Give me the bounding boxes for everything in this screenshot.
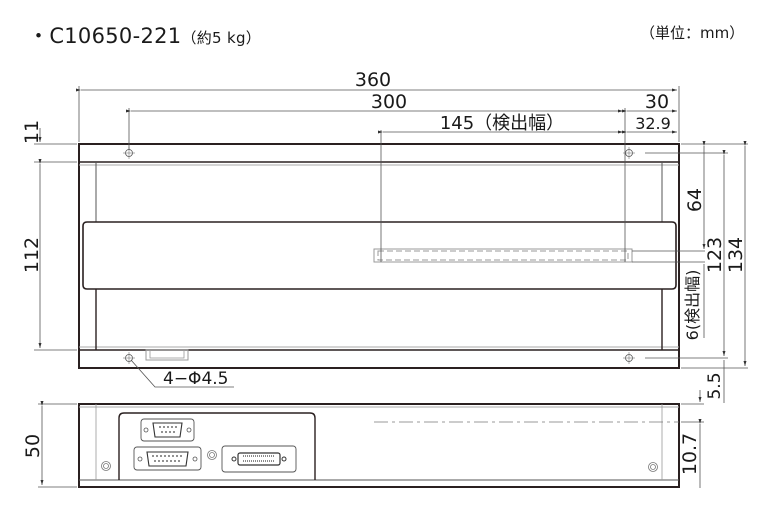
dim-detection-height: 6(検出幅) bbox=[683, 270, 702, 341]
dim-right-offset: 30 bbox=[645, 91, 669, 113]
screw-icon bbox=[101, 461, 111, 471]
side-view bbox=[78, 403, 680, 488]
dim-detection-width: 145（検出幅） bbox=[440, 113, 564, 134]
mount-hole-icon bbox=[123, 352, 135, 364]
halfpitch-connector-icon bbox=[221, 445, 297, 473]
dim-hole-pitch-width: 300 bbox=[371, 91, 407, 113]
dim-detection-to-top: 64 bbox=[684, 188, 706, 212]
model-number: C10650-221 bbox=[49, 24, 182, 48]
dim-overall-width: 360 bbox=[355, 69, 391, 91]
dsub9-connector-icon bbox=[140, 418, 195, 442]
screw-icon bbox=[648, 462, 658, 472]
top-view-outline bbox=[78, 143, 680, 369]
dim-right-offset-detection: 32.9 bbox=[635, 114, 671, 133]
mount-hole-icon bbox=[623, 352, 635, 364]
side-view-outline bbox=[78, 403, 680, 488]
dim-detection-line-offset: 10.7 bbox=[679, 433, 701, 475]
connector-panel bbox=[118, 412, 316, 480]
sensor-band bbox=[82, 221, 677, 290]
dim-inner-height: 123 bbox=[704, 237, 726, 273]
drawing-title: ・C10650-221（約5 kg） bbox=[28, 20, 261, 50]
weight-label: （約5 kg） bbox=[181, 29, 262, 47]
dim-hole-spec: 4−Φ4.5 bbox=[163, 369, 228, 389]
dim-overall-height: 134 bbox=[725, 237, 747, 273]
dim-top-margin: 11 bbox=[21, 120, 43, 144]
screw-icon bbox=[207, 450, 217, 460]
title-bullet: ・ bbox=[28, 24, 50, 48]
unit-label: （単位：mm） bbox=[640, 24, 745, 42]
side-dimensions bbox=[38, 390, 704, 488]
dim-offset-top: 5.5 bbox=[705, 372, 725, 399]
top-dimensions bbox=[34, 86, 748, 403]
mount-hole-icon bbox=[623, 147, 635, 159]
dim-hole-pitch-height: 112 bbox=[21, 237, 43, 273]
top-view bbox=[78, 143, 680, 369]
dsub15-connector-icon bbox=[133, 446, 202, 471]
dim-side-height: 50 bbox=[22, 434, 44, 458]
